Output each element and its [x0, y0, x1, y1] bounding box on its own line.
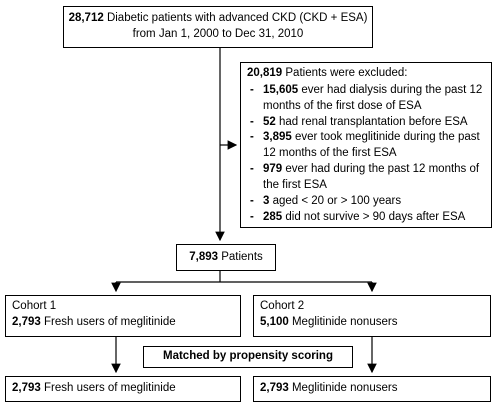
cohort1-title: Cohort 1: [12, 300, 57, 312]
exclusion-list: -15,605 ever had dialysis during the pas…: [247, 83, 485, 226]
exclusion-count: 52: [263, 115, 276, 128]
exclusion-box: 20,819 Patients were excluded: -15,605 e…: [240, 62, 492, 228]
cohort1-count: 2,793: [12, 315, 41, 328]
source-count: 28,712: [68, 12, 104, 24]
cohort1-label: Fresh users of meglitinide: [40, 315, 176, 328]
exclusion-reason: ever had dialysis during the past 12 mon…: [263, 83, 483, 112]
exclusion-count: 979: [263, 163, 283, 176]
final1-count: 2,793: [12, 382, 41, 394]
patients-count: 7,893: [189, 251, 219, 263]
cohort2-label: Meglitinide nonusers: [288, 315, 398, 328]
propensity-match-label: Matched by propensity scoring: [163, 350, 333, 362]
cohort2-title: Cohort 2: [260, 300, 305, 312]
exclusion-count: 3,895: [263, 131, 292, 144]
excluded-count: 20,819: [247, 67, 283, 79]
cohort2-box: Cohort 2 5,100 Meglitinide nonusers: [253, 295, 491, 337]
exclusion-reason: did not survive > 90 days after ESA: [282, 210, 466, 223]
exclusion-reason: aged < 20 or > 100 years: [269, 194, 402, 207]
patients-box: 7,893 Patients: [176, 244, 276, 271]
exclusion-item: -285 did not survive > 90 days after ESA: [250, 210, 466, 223]
exclusion-item: -52 had renal transplantation before ESA: [250, 115, 468, 128]
patients-label: Patients: [218, 251, 263, 263]
final1-label: Fresh users of meglitinide: [40, 382, 176, 394]
propensity-match-box: Matched by propensity scoring: [143, 346, 353, 368]
final-cohort2-box: 2,793 Meglitinide nonusers: [253, 376, 491, 402]
exclusion-count: 3: [263, 194, 270, 207]
exclusion-count: 15,605: [263, 83, 299, 96]
exclusion-item: -3,895 ever took meglitinide during the …: [250, 131, 480, 160]
exclusion-item: -15,605 ever had dialysis during the pas…: [250, 83, 483, 112]
exclusion-reason: ever had during the past 12 months of th…: [263, 163, 480, 192]
final-cohort1-box: 2,793 Fresh users of meglitinide: [5, 376, 241, 402]
final2-count: 2,793: [260, 382, 289, 394]
source-description: Diabetic patients with advanced CKD (CKD…: [103, 12, 368, 24]
exclusion-item: -979 ever had during the past 12 months …: [250, 163, 480, 192]
source-population-box: 28,712 Diabetic patients with advanced C…: [63, 6, 373, 48]
source-period: from Jan 1, 2000 to Dec 31, 2010: [132, 27, 304, 40]
cohort1-box: Cohort 1 2,793 Fresh users of meglitinid…: [5, 295, 241, 337]
excluded-title: Patients were excluded:: [282, 67, 408, 79]
exclusion-item: -3 aged < 20 or > 100 years: [250, 194, 402, 207]
exclusion-reason: had renal transplantation before ESA: [275, 115, 468, 128]
cohort2-count: 5,100: [260, 315, 289, 328]
exclusion-reason: ever took meglitinide during the past 12…: [263, 131, 480, 160]
exclusion-count: 285: [263, 210, 283, 223]
final2-label: Meglitinide nonusers: [288, 382, 398, 394]
